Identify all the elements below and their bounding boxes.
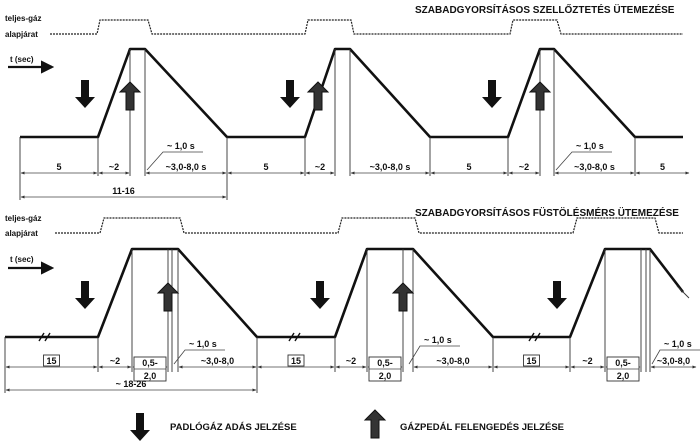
dimension-label: ~ 1,0 s [424, 335, 452, 345]
idle-time-box [287, 354, 305, 367]
gas-release-arrow-icon [528, 81, 552, 111]
dimension-label: 0,5- [142, 358, 158, 368]
dimension-label: 15 [526, 356, 536, 366]
dimension-label: ~ 1,0 s [189, 339, 217, 349]
leader-line [651, 349, 700, 365]
leader-line [555, 151, 612, 171]
dimension-label: ~3,0-8,0 [201, 356, 234, 366]
bottom-throttle-signal [55, 217, 683, 234]
dimension-label: 0,5- [377, 358, 393, 368]
gas-press-arrow-icon [280, 80, 300, 108]
gas-release-arrow-icon [118, 81, 142, 111]
bottom-rpm-trace [5, 247, 685, 339]
legend-release-label: GÁZPEDÁL FELENGEDÉS JELZÉSE [400, 422, 564, 433]
dimension-label: 5 [660, 162, 665, 172]
dimension-label: 0,5- [615, 358, 631, 368]
gas-release-arrow-icon [391, 282, 415, 312]
idle-time-box [523, 354, 540, 367]
dimension-label: ~ 18-26 [116, 379, 147, 389]
dimension-label: ~3,0-8,0 s [574, 162, 615, 172]
dimension-label: 5 [263, 162, 268, 172]
top-throttle-signal [50, 19, 683, 35]
top-full-throttle-label: teljes-gáz [5, 14, 41, 23]
dimension-label: ~3,0-8,0 [657, 356, 690, 366]
dimension-label: ~2 [582, 356, 592, 366]
dimension-label: ~2 [519, 162, 529, 172]
dimension-label: 11-16 [112, 186, 135, 196]
bottom-full-throttle-label: teljes-gáz [5, 214, 41, 223]
gas-press-arrow-icon [75, 281, 95, 309]
gas-release-arrow-icon [156, 282, 180, 312]
dimension-label: 5 [466, 162, 471, 172]
dimension-label: ~2 [315, 162, 325, 172]
dimension-label: 5 [56, 162, 61, 172]
dimension-label: ~ 1,0 s [664, 339, 692, 349]
gas-press-arrow-icon [482, 80, 502, 108]
bottom-idle-label: alapjárat [5, 229, 38, 238]
dimension-label: ~2 [110, 356, 120, 366]
time-break-icon [38, 332, 51, 342]
gas-press-arrow-icon [130, 413, 150, 441]
top-diagram-title: SZABADGYORSÍTÁSOS SZELLŐZTETÉS ÜTEMEZÉSE [415, 3, 675, 16]
gas-release-arrow-icon [306, 81, 330, 111]
leader-line [408, 345, 460, 365]
gas-release-arrow-icon [363, 409, 387, 439]
time-break-icon [528, 332, 541, 342]
dimension-label: ~3,0-8,0 [436, 356, 469, 366]
gas-press-arrow-icon [547, 281, 567, 309]
bottom-trace-end-tick [676, 285, 690, 299]
leader-line [173, 349, 225, 365]
dimension-label: ~2 [346, 356, 356, 366]
time-break-icon [288, 332, 301, 342]
idle-time-box [43, 354, 60, 367]
bottom-time-axis-label: t (sec) [10, 255, 34, 264]
gas-press-arrow-icon [310, 281, 330, 309]
dimension-label: ~3,0-8,0 s [370, 162, 411, 172]
top-time-axis-label: t (sec) [10, 55, 34, 64]
dimension-label: 15 [291, 356, 301, 366]
top-idle-label: alapjárat [5, 30, 38, 39]
leader-line [146, 151, 203, 171]
top-rpm-trace [20, 47, 683, 139]
gas-press-arrow-icon [75, 80, 95, 108]
dimension-label: ~2 [109, 162, 119, 172]
dimension-label: ~ 1,0 s [576, 141, 604, 151]
legend-press-label: PADLÓGÁZ ADÁS JELZÉSE [170, 421, 297, 433]
dimension-label: 15 [46, 356, 56, 366]
dimension-label: 2,0 [617, 371, 630, 381]
dimension-label: 2,0 [379, 371, 392, 381]
bottom-diagram-title: SZABADGYORSÍTÁSOS FÜSTÖLÉSMÉRS ÜTEMEZÉSE [415, 206, 679, 219]
dimension-label: 2,0 [144, 371, 157, 381]
dimension-label: ~3,0-8,0 s [166, 162, 207, 172]
dimension-label: ~ 1,0 s [167, 141, 195, 151]
